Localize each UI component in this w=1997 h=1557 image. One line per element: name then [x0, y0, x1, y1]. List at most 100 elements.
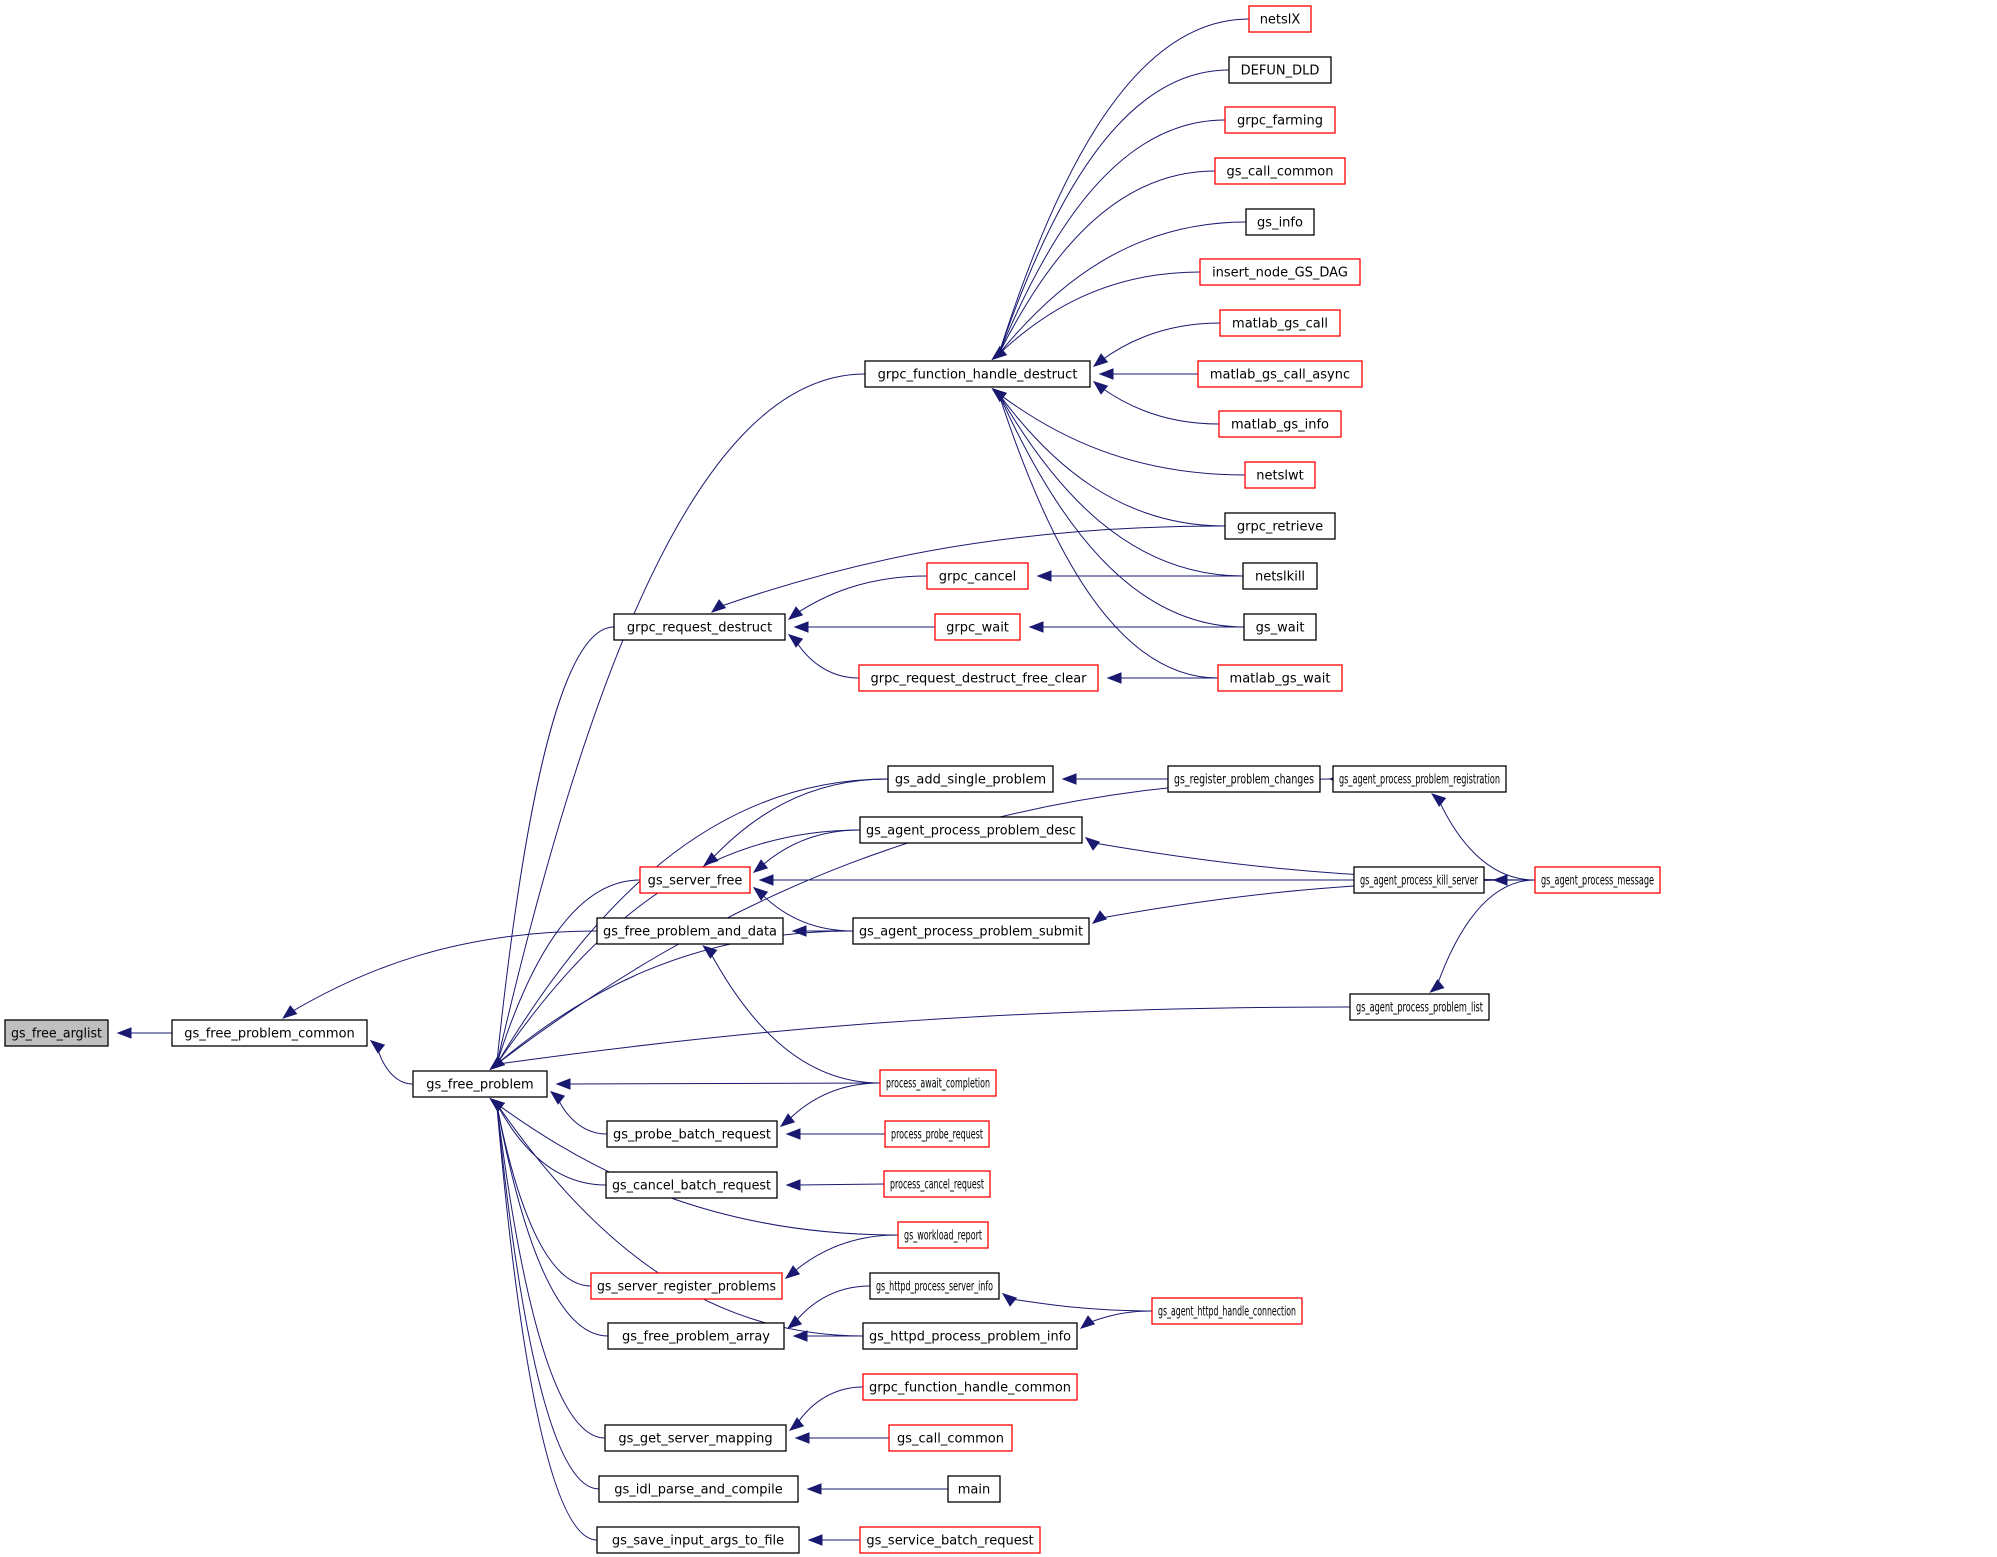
node-label: gs_agent_process_problem_list: [1356, 1001, 1483, 1016]
node-matlab-gs-wait[interactable]: matlab_gs_wait: [1217, 664, 1343, 692]
node-gs-free-problem[interactable]: gs_free_problem: [412, 1070, 548, 1098]
node-grpc-request-destruct[interactable]: grpc_request_destruct: [613, 613, 786, 641]
node-gs-server-free[interactable]: gs_server_free: [639, 866, 751, 894]
arrowhead-gs-agent-process-problem-list-to-gs-free-problem: [489, 1056, 505, 1070]
node-process-probe-request[interactable]: process_probe_request: [884, 1120, 990, 1148]
node-gs-free-arglist[interactable]: gs_free_arglist: [4, 1019, 109, 1047]
node-grpc-cancel[interactable]: grpc_cancel: [926, 562, 1029, 590]
edge-gs-agent-process-problem-desc-to-gs-free-problem: [496, 829, 861, 1065]
arrowhead-process-await-completion-to-gs-probe-batch-request: [779, 1113, 796, 1128]
arrowhead-process-await-completion-to-gs-free-problem-and-data: [702, 945, 718, 959]
node-gs-agent-httpd-handle-connection[interactable]: gs_agent_httpd_handle_connection: [1151, 1297, 1303, 1325]
node-box: [1242, 562, 1318, 590]
arrowhead-gs-wait-to-grpc-wait: [1028, 621, 1044, 633]
node-gs-httpd-process-server-info[interactable]: gs_httpd_process_server_info: [869, 1272, 1000, 1300]
edge-grpc-function-handle-common-to-gs-get-server-mapping: [795, 1386, 864, 1426]
node-gs-agent-process-problem-submit[interactable]: gs_agent_process_problem_submit: [852, 917, 1090, 945]
node-insert-node-gs-dag[interactable]: insert_node_GS_DAG: [1199, 258, 1361, 286]
node-gs-free-problem-common[interactable]: gs_free_problem_common: [171, 1019, 368, 1047]
arrowhead-grpc-function-handle-common-to-gs-get-server-mapping: [788, 1417, 805, 1432]
node-box: [613, 613, 786, 641]
arrowhead-gs-agent-process-problem-submit-to-gs-free-problem-and-data: [791, 925, 807, 937]
node-main[interactable]: main: [947, 1475, 1001, 1503]
node-gs-probe-batch-request[interactable]: gs_probe_batch_request: [606, 1120, 778, 1148]
node-box: [1217, 664, 1343, 692]
node-box: [605, 1171, 778, 1199]
edge-process-await-completion-to-gs-free-problem-and-data: [708, 950, 881, 1084]
node-grpc-function-handle-common[interactable]: grpc_function_handle_common: [862, 1373, 1078, 1401]
node-box: [412, 1070, 548, 1098]
arrowhead-gs-agent-process-message-to-gs-agent-process-problem-submit: [1091, 910, 1108, 925]
arrowhead-matlab-gs-info-to-grpc-function-handle-destruct: [1092, 380, 1109, 395]
node-gs-agent-process-message[interactable]: gs_agent_process_message: [1534, 866, 1661, 894]
node-gs-call-common-bottom[interactable]: gs_call_common: [888, 1424, 1013, 1452]
node-box: [897, 1221, 989, 1249]
arrowhead-gs-agent-process-message-to-gs-agent-process-problem-desc: [1084, 836, 1101, 851]
edge-gs-agent-process-problem-submit-to-gs-free-problem: [496, 930, 854, 1065]
node-grpc-retrieve[interactable]: grpc_retrieve: [1224, 512, 1336, 540]
node-label: gs_agent_process_message: [1541, 874, 1654, 889]
node-label: grpc_wait: [946, 621, 1009, 636]
node-gs-info[interactable]: gs_info: [1245, 208, 1315, 236]
node-box: [884, 1120, 990, 1148]
node-box: [888, 1424, 1013, 1452]
node-gs-server-register-problems[interactable]: gs_server_register_problems: [590, 1272, 783, 1300]
node-matlab-gs-info[interactable]: matlab_gs_info: [1218, 410, 1342, 438]
node-label: gs_free_problem_common: [184, 1027, 355, 1042]
edge-grpc-retrieve-to-grpc-request-destruct: [717, 525, 1226, 608]
node-gs-agent-process-kill-server[interactable]: gs_agent_process_kill_server: [1353, 866, 1485, 894]
node-grpc-farming[interactable]: grpc_farming: [1224, 106, 1336, 134]
node-defun-dld[interactable]: DEFUN_DLD: [1228, 56, 1332, 84]
node-gs-add-single-problem[interactable]: gs_add_single_problem: [887, 765, 1054, 793]
node-label: gs_free_problem_array: [622, 1330, 770, 1345]
node-box: [883, 1170, 991, 1198]
node-gs-save-input-args-to-file[interactable]: gs_save_input_args_to_file: [596, 1526, 800, 1554]
node-box: [1218, 410, 1342, 438]
node-gs-free-problem-array[interactable]: gs_free_problem_array: [607, 1322, 785, 1350]
node-grpc-wait[interactable]: grpc_wait: [934, 613, 1021, 641]
node-netslkill[interactable]: netslkill: [1242, 562, 1318, 590]
node-netslx[interactable]: netslX: [1248, 5, 1312, 33]
arrowhead-gs-register-problem-changes-to-gs-add-single-problem: [1061, 773, 1077, 785]
node-gs-httpd-process-problem-info[interactable]: gs_httpd_process_problem_info: [862, 1322, 1078, 1350]
node-process-cancel-request[interactable]: process_cancel_request: [883, 1170, 991, 1198]
node-gs-register-problem-changes[interactable]: gs_register_problem_changes: [1167, 765, 1321, 793]
node-box: [1151, 1297, 1303, 1325]
edge-grpc-retrieve-to-grpc-function-handle-destruct: [998, 393, 1226, 527]
node-label: gs_agent_process_problem_registration: [1339, 773, 1500, 788]
node-label: gs_free_problem: [426, 1078, 533, 1093]
node-grpc-request-destruct-free-clear[interactable]: grpc_request_destruct_free_clear: [858, 664, 1099, 692]
node-gs-get-server-mapping[interactable]: gs_get_server_mapping: [604, 1424, 787, 1452]
node-matlab-gs-call-async[interactable]: matlab_gs_call_async: [1197, 360, 1363, 388]
node-gs-cancel-batch-request[interactable]: gs_cancel_batch_request: [605, 1171, 778, 1199]
node-gs-free-problem-and-data[interactable]: gs_free_problem_and_data: [596, 917, 784, 945]
node-box: [887, 765, 1054, 793]
node-label: grpc_farming: [1237, 114, 1323, 129]
node-process-await-completion[interactable]: process_await_completion: [879, 1069, 997, 1097]
nodes-layer: gs_free_arglist gs_free_problem_common gs_…: [4, 5, 1661, 1554]
node-gs-idl-parse-and-compile[interactable]: gs_idl_parse_and_compile: [598, 1475, 799, 1503]
node-gs-agent-process-problem-registration[interactable]: gs_agent_process_problem_registration: [1332, 765, 1507, 793]
edge-gs-agent-process-problem-list-to-gs-free-problem: [496, 1006, 1351, 1065]
node-gs-call-common-top[interactable]: gs_call_common: [1214, 157, 1346, 185]
node-netslwt[interactable]: netslwt: [1244, 461, 1316, 489]
node-label: grpc_function_handle_common: [869, 1381, 1071, 1396]
node-box: [1245, 208, 1315, 236]
node-label: process_probe_request: [891, 1128, 983, 1143]
node-label: gs_wait: [1256, 621, 1305, 636]
node-grpc-function-handle-destruct[interactable]: grpc_function_handle_destruct: [864, 360, 1091, 388]
node-box: [864, 360, 1091, 388]
node-gs-workload-report[interactable]: gs_workload_report: [897, 1221, 989, 1249]
edge-defun-dld-to-grpc-function-handle-destruct: [998, 69, 1230, 355]
arrowhead-gs-probe-batch-request-to-gs-free-problem: [549, 1090, 566, 1105]
arrowhead-gs-agent-httpd-handle-connection-to-gs-httpd-process-server-info: [1001, 1292, 1018, 1307]
node-matlab-gs-call[interactable]: matlab_gs_call: [1219, 309, 1341, 337]
node-gs-wait[interactable]: gs_wait: [1243, 613, 1317, 641]
arrowhead-gs-agent-process-message-to-gs-agent-process-problem-registration: [1431, 793, 1447, 807]
edge-netslx-to-grpc-function-handle-destruct: [998, 18, 1250, 355]
node-gs-agent-process-problem-desc[interactable]: gs_agent_process_problem_desc: [859, 816, 1083, 844]
node-gs-service-batch-request[interactable]: gs_service_batch_request: [859, 1526, 1041, 1554]
node-gs-agent-process-problem-list[interactable]: gs_agent_process_problem_list: [1349, 993, 1490, 1021]
arrowhead-gs-add-single-problem-to-gs-server-free: [703, 852, 719, 866]
node-label: process_cancel_request: [890, 1178, 984, 1193]
